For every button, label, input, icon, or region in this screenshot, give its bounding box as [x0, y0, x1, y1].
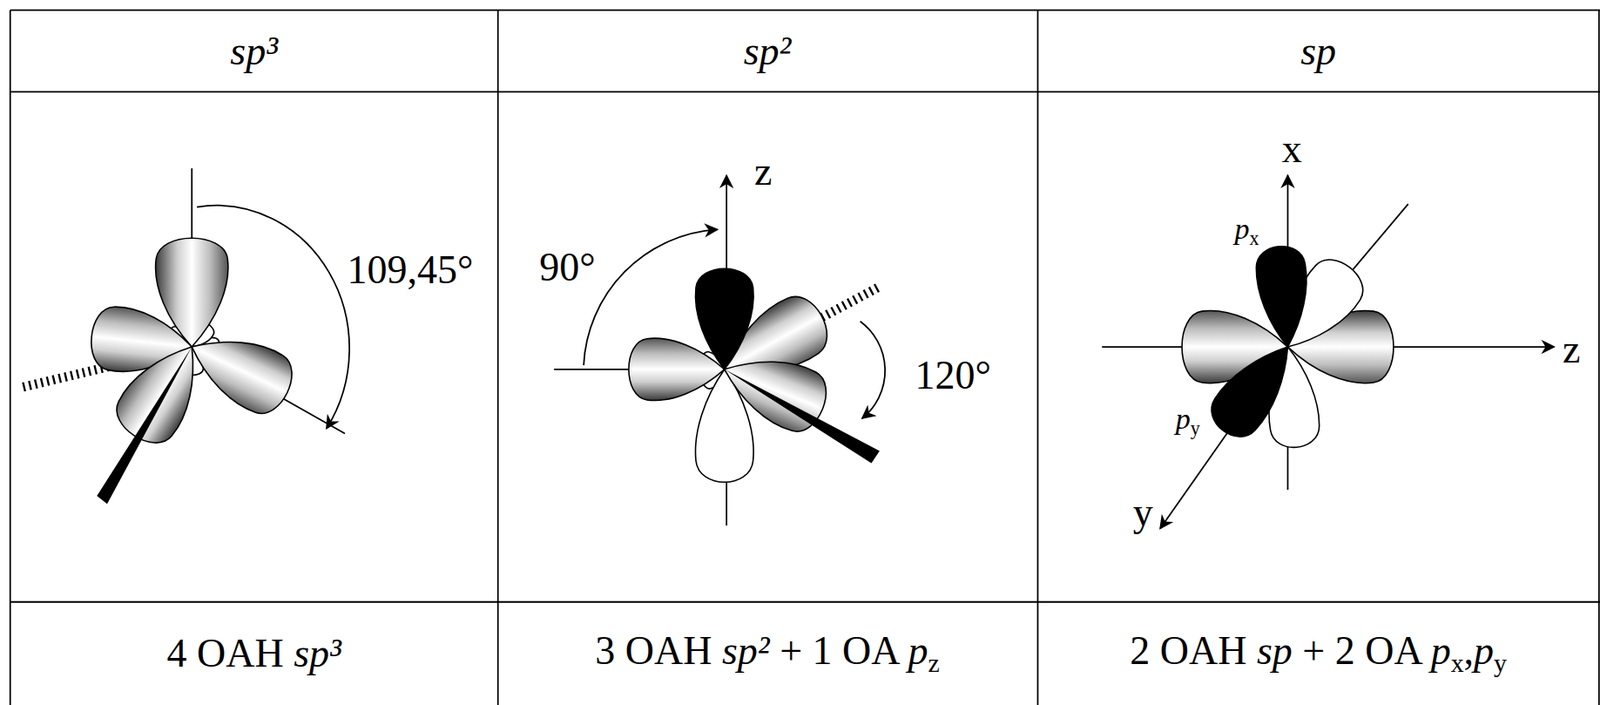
- orbital-label: py: [1175, 402, 1201, 439]
- axis-label: z: [754, 149, 772, 195]
- angle-label: 109,45°: [347, 248, 474, 293]
- table-cell: 3 OAH sp² + 1 OA pz: [594, 628, 940, 678]
- sp2-orbitals: [553, 175, 885, 526]
- angle-label: 90°: [539, 245, 595, 291]
- axis-label: y: [1133, 490, 1154, 535]
- column-header: sp²: [743, 28, 792, 74]
- table-cell: 2 OAH sp + 2 OA px,py: [1129, 628, 1507, 678]
- axis-label: x: [1282, 127, 1303, 172]
- angle-label: 120°: [915, 353, 992, 399]
- axis-label: z: [1562, 326, 1580, 372]
- table-grid: [10, 10, 1600, 705]
- orbital-label: px: [1235, 212, 1260, 250]
- sp-orbitals: [1101, 175, 1554, 528]
- sp3-orbitals: [20, 168, 350, 504]
- column-header: sp: [1300, 28, 1337, 74]
- table-cell: 4 OAH sp³: [167, 630, 342, 676]
- column-header: sp³: [229, 28, 278, 74]
